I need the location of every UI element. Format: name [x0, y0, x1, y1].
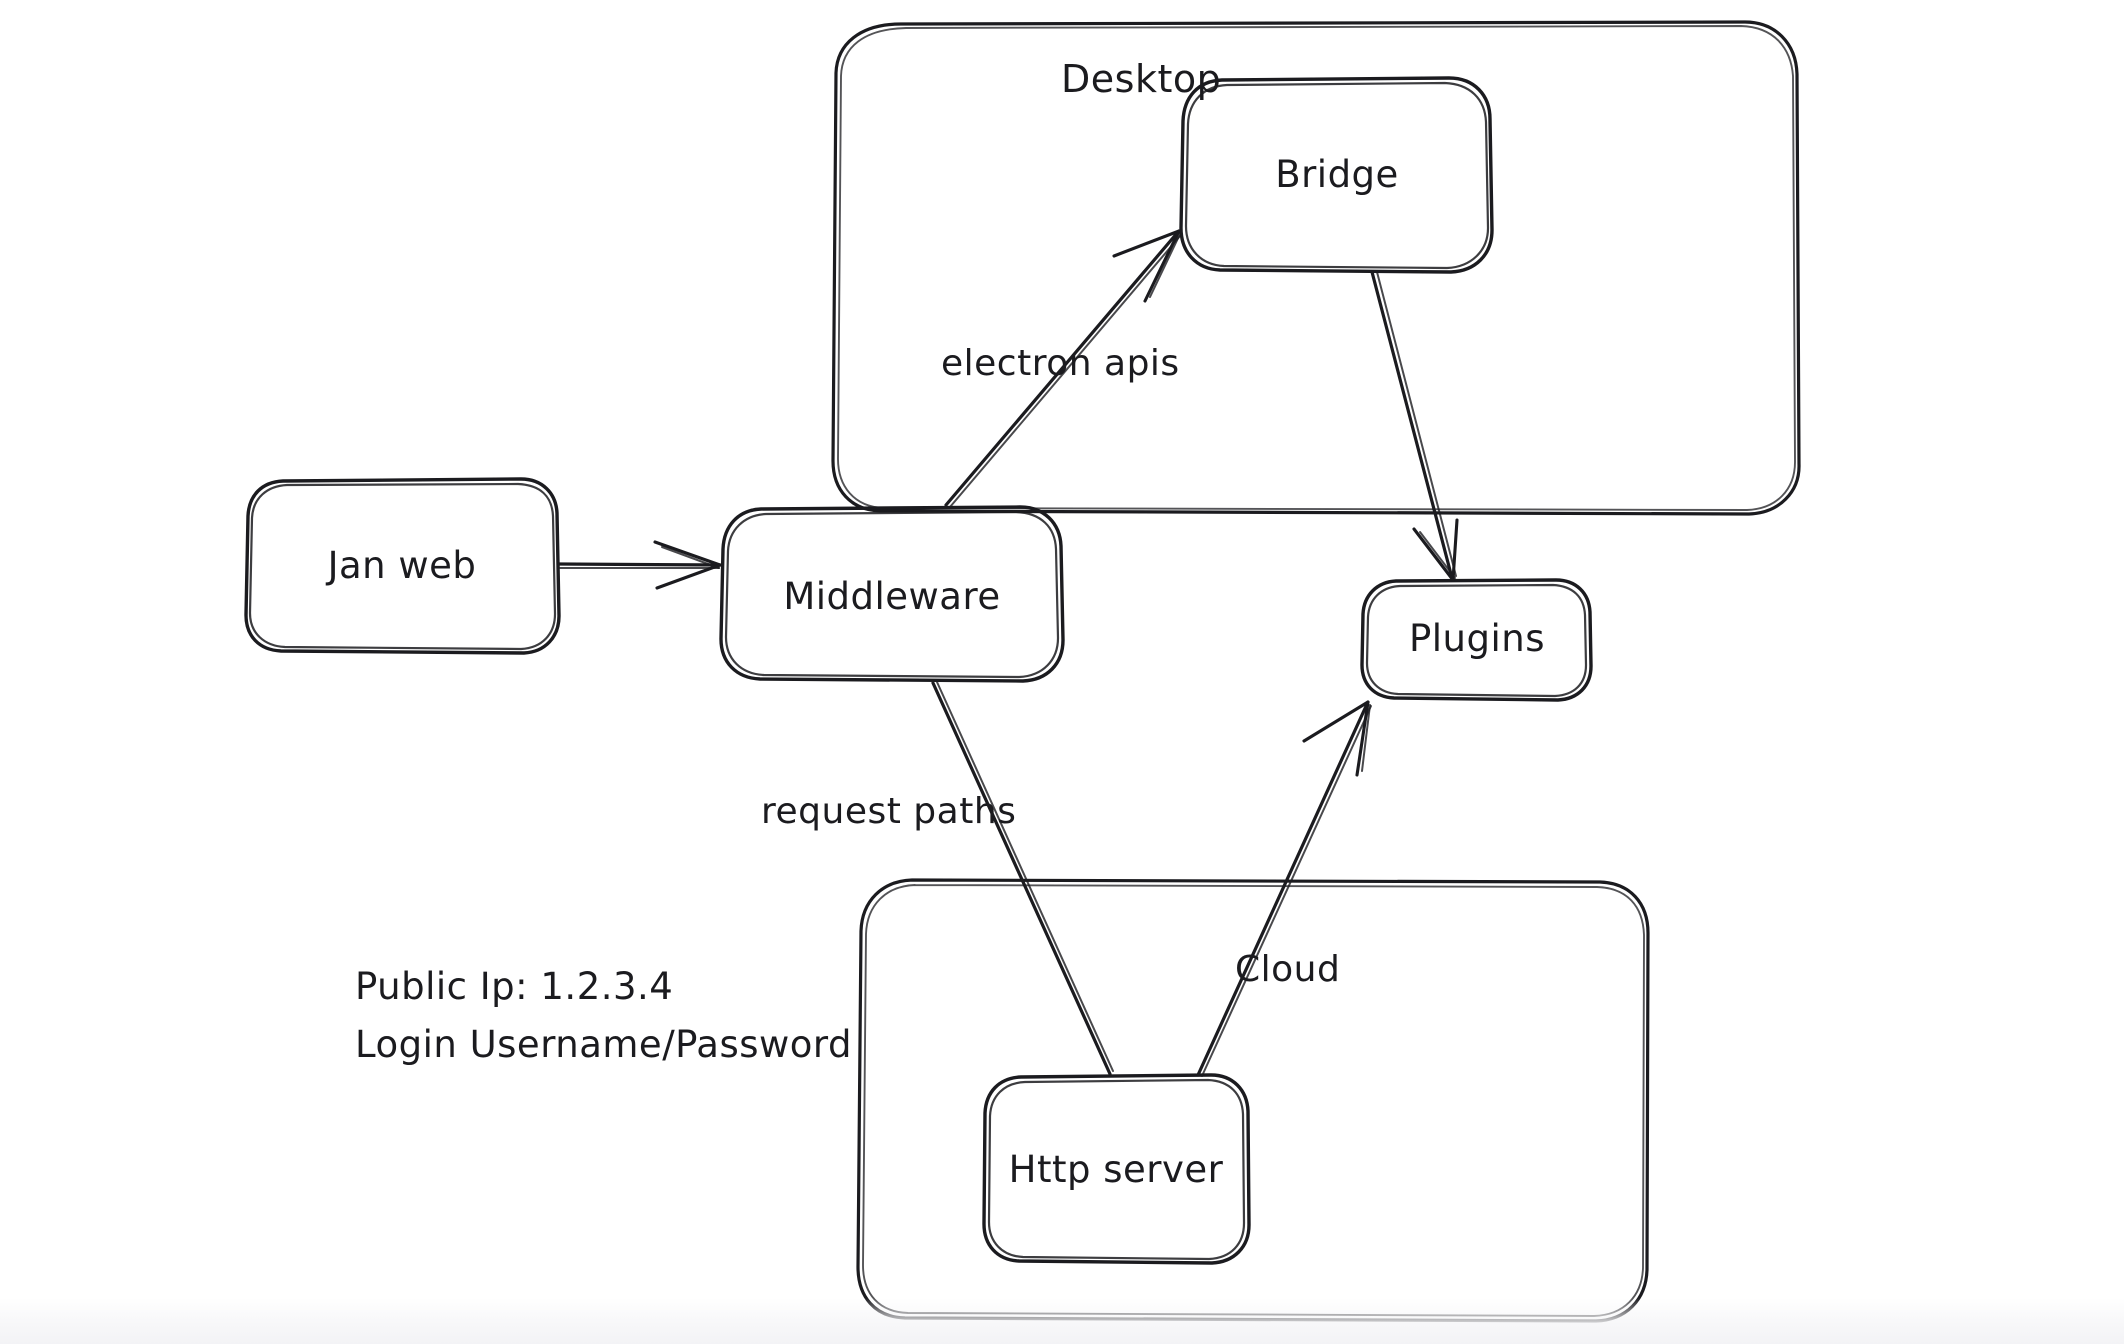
group-cloud[interactable]	[856, 878, 1650, 1323]
node-jan-web[interactable]: Jan web	[244, 477, 561, 655]
note-public-ip: Public Ip: 1.2.3.4	[355, 965, 673, 1008]
node-label-middleware: Middleware	[783, 575, 1000, 618]
node-plugins[interactable]: Plugins	[1360, 578, 1593, 702]
edge-label-electron-apis: electron apis	[941, 343, 1180, 384]
edge-label-request-paths: request paths	[761, 791, 1016, 832]
node-label-plugins: Plugins	[1409, 617, 1545, 660]
edge-label-cloud: Cloud	[1235, 949, 1340, 990]
node-middleware[interactable]: Middleware	[719, 505, 1065, 683]
edge-middleware-to-httpserver[interactable]: request paths	[761, 681, 1114, 1076]
edge-bridge-to-plugins[interactable]	[1370, 270, 1459, 582]
group-label-desktop: Desktop	[1061, 57, 1221, 101]
edge-middleware-to-bridge[interactable]: electron apis	[941, 229, 1181, 508]
note-login: Login Username/Password	[355, 1023, 852, 1066]
node-label-http-server: Http server	[1009, 1148, 1224, 1191]
edge-janweb-to-middleware[interactable]	[557, 540, 722, 590]
node-http-server[interactable]: Http server	[982, 1073, 1251, 1265]
group-desktop[interactable]: Desktop	[831, 20, 1801, 516]
notes-block: Public Ip: 1.2.3.4 Login Username/Passwo…	[355, 965, 852, 1066]
node-bridge[interactable]: Bridge	[1179, 76, 1494, 274]
node-label-bridge: Bridge	[1275, 153, 1399, 196]
edge-httpserver-to-plugins[interactable]: Cloud	[1196, 700, 1372, 1077]
node-label-jan-web: Jan web	[326, 544, 477, 587]
